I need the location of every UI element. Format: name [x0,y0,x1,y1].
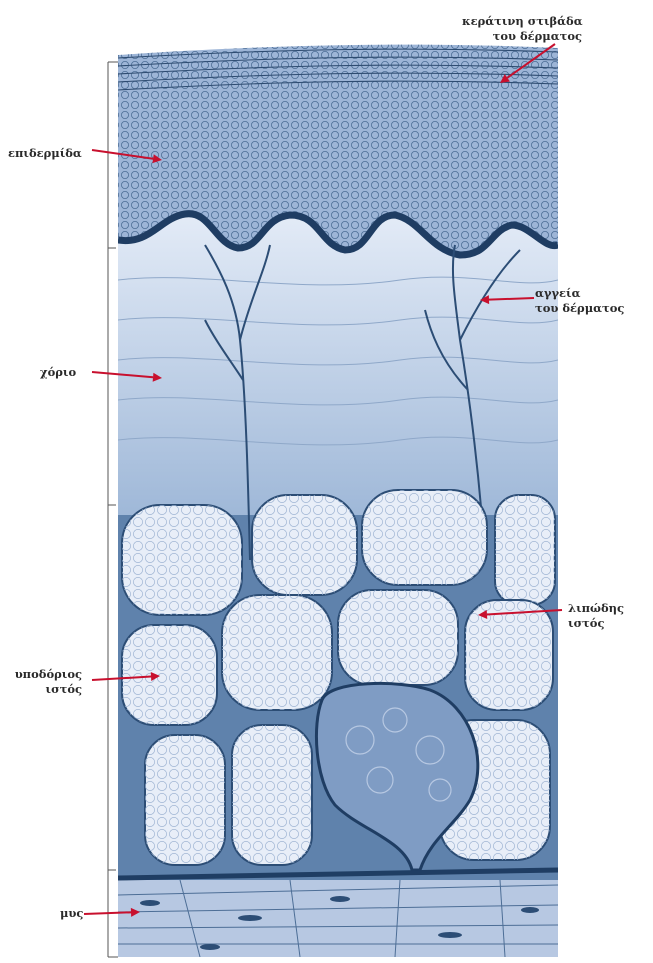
label-epidermis: επιδερμίδα [8,146,82,161]
label-adipose: λιπώδης ιστός [568,601,624,631]
muscle-layer [118,880,558,957]
label-stratum-corneum-line1: κεράτινη στιβάδα [462,14,582,29]
label-subcutaneous-line2: ιστός [10,682,82,697]
label-stratum-corneum: κεράτινη στιβάδα του δέρματος [462,14,582,44]
label-subcutaneous: υποδόριος ιστός [10,667,82,697]
label-vessels-line1: αγγεία [535,286,624,301]
label-vessels-line2: του δέρματος [535,301,624,316]
label-adipose-line1: λιπώδης [568,601,624,616]
layer-bracket [108,62,118,957]
label-stratum-corneum-line2: του δέρματος [462,29,582,44]
label-vessels: αγγεία του δέρματος [535,286,624,316]
label-muscle: μυς [60,906,83,921]
arrow-muscle [84,908,140,917]
label-adipose-line2: ιστός [568,616,624,631]
label-dermis: χόριο [40,365,76,380]
label-subcutaneous-line1: υποδόριος [10,667,82,682]
